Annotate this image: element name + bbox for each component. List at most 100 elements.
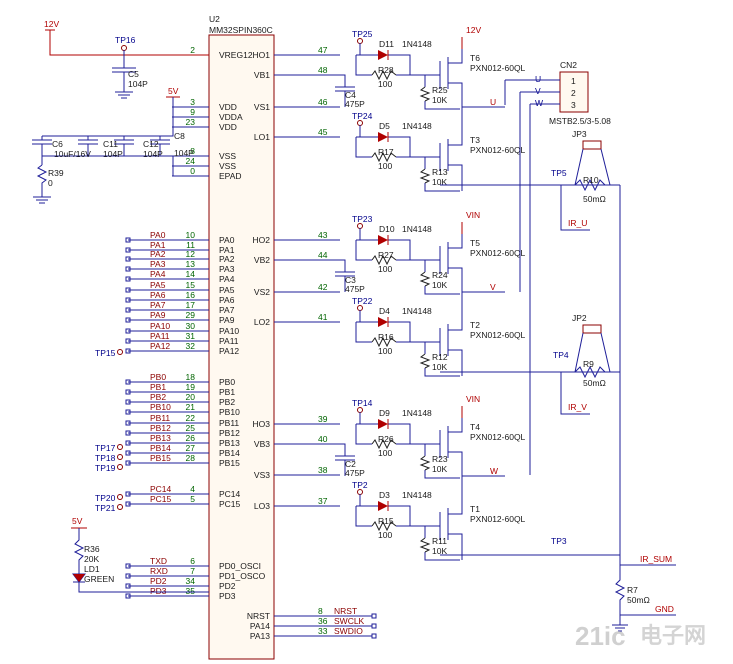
tp20-label: TP20 xyxy=(95,493,116,503)
net-label: PB10 xyxy=(150,402,171,412)
net-label: PB0 xyxy=(150,372,166,382)
gate-resistor-icon xyxy=(371,520,397,532)
diode-part: 1N4148 xyxy=(402,408,432,418)
tp4-label: TP4 xyxy=(553,350,569,360)
diode-icon xyxy=(378,419,388,429)
mcu-chip: U2 MM32SPIN360C xyxy=(208,14,275,660)
bootstrap-cap-value: 475P xyxy=(345,284,365,294)
tp15-marker xyxy=(117,349,123,355)
net-port-icon xyxy=(125,379,131,385)
net-label: PA0 xyxy=(150,230,166,240)
pulldown-value: 10K xyxy=(432,177,447,187)
mcu-pin-number: 15 xyxy=(186,280,196,290)
mcu-pin-number: 21 xyxy=(186,402,196,412)
mcu-pin-number: 42 xyxy=(318,282,328,292)
pulldown-resistor-icon xyxy=(419,455,431,471)
gate-resistor-ref: R16 xyxy=(378,332,394,342)
cn2-body xyxy=(559,71,589,113)
mcu-pin-number: 7 xyxy=(190,566,195,576)
tp5-label: TP5 xyxy=(551,168,567,178)
shunt-sum-wiring xyxy=(440,554,676,632)
mcu-pin-number: 46 xyxy=(318,97,328,107)
tp15-label: TP15 xyxy=(95,348,116,358)
gate-resistor-icon xyxy=(371,69,397,81)
mcu-pin-name: PA2 xyxy=(219,254,235,264)
mcu-pin-number: 6 xyxy=(190,556,195,566)
mcu-pin-number: 23 xyxy=(186,117,196,127)
diode-icon xyxy=(378,501,388,511)
mcu-pin-name: HO1 xyxy=(253,50,271,60)
net-label: RXD xyxy=(150,566,168,576)
net-port-icon xyxy=(125,297,131,303)
mosfet-ref: T3 xyxy=(470,135,480,145)
testpoint-marker xyxy=(357,38,363,44)
mcu-pin-number: 24 xyxy=(186,156,196,166)
mcu-pin-name: PB15 xyxy=(219,458,240,468)
net-port-icon xyxy=(125,247,131,253)
tp18-marker xyxy=(117,454,123,460)
mcu-pin-name: PA4 xyxy=(219,274,235,284)
mcu-pin-number: 33 xyxy=(318,626,328,636)
mcu-pin-number: 13 xyxy=(186,259,196,269)
bootstrap-cap-value: 475P xyxy=(345,468,365,478)
rail-5v-label: 5V xyxy=(168,86,179,96)
mcu-pin-number: 3 xyxy=(190,97,195,107)
mcu-pin-name: PB14 xyxy=(219,448,240,458)
net-label: PA5 xyxy=(150,280,166,290)
mcu-pin-name: VS1 xyxy=(254,102,270,112)
net-port-icon xyxy=(125,409,131,415)
mcu-pin-name: PA7 xyxy=(219,305,235,315)
net-port-icon xyxy=(125,348,131,354)
mcu-pin-name: PB10 xyxy=(219,407,240,417)
net-label: PB15 xyxy=(150,453,171,463)
mcu-pin-name: VB2 xyxy=(254,255,270,265)
mcu-pin-name: LO3 xyxy=(254,501,270,511)
net-label: PA6 xyxy=(150,290,166,300)
mcu-pin-number: 5 xyxy=(190,494,195,504)
mosfet-part: PXN012-60QL xyxy=(470,330,526,340)
net-port-icon xyxy=(371,613,377,619)
c12-value: 104P xyxy=(143,149,163,159)
mcu-pin-name: PD0_OSCI xyxy=(219,561,261,571)
mcu-body xyxy=(208,34,275,660)
diode-ref: D3 xyxy=(379,490,390,500)
cn2-net-v: V xyxy=(535,86,541,96)
stage-wiring xyxy=(355,412,463,479)
gate-resistor-icon xyxy=(371,438,397,450)
gate-resistor-value: 100 xyxy=(378,264,392,274)
mosfet-ref: T4 xyxy=(470,422,480,432)
mcu-pin-name: VDD xyxy=(219,102,237,112)
mcu-pin-number: 22 xyxy=(186,413,196,423)
r39-symbol xyxy=(33,164,51,204)
net-port-icon xyxy=(125,460,131,466)
mcu-pin-name: PB12 xyxy=(219,428,240,438)
net-port-icon xyxy=(125,583,131,589)
status-led-section: 5V R36 20K LD1 GREEN xyxy=(71,516,209,593)
mcu-pin-name: VDDA xyxy=(219,112,243,122)
mcu-pin-number: 29 xyxy=(186,310,196,320)
c5-ref: C5 xyxy=(128,69,139,79)
diode-part: 1N4148 xyxy=(402,306,432,316)
r9-ref: R9 xyxy=(583,359,594,369)
mcu-pin-name: PC14 xyxy=(219,489,241,499)
pulldown-value: 10K xyxy=(432,464,447,474)
stage-wiring xyxy=(355,310,463,377)
net-label: PB2 xyxy=(150,392,166,402)
mcu-pin-number: 12 xyxy=(186,249,196,259)
net-port-icon xyxy=(125,399,131,405)
tp16-label: TP16 xyxy=(115,35,136,45)
diode-ref: D11 xyxy=(379,39,394,49)
mcu-pin-name: PA1 xyxy=(219,245,235,255)
pulldown-ref: R23 xyxy=(432,454,448,464)
mcu-pin-name: VS2 xyxy=(254,287,270,297)
net-port-icon xyxy=(371,623,377,629)
net-label: PB12 xyxy=(150,423,171,433)
phase-net-label: W xyxy=(490,466,498,476)
tp21-label: TP21 xyxy=(95,503,116,513)
mcu-pin-name: PA14 xyxy=(250,621,270,631)
cn2-pin-2: 2 xyxy=(571,88,576,98)
c5-value: 104P xyxy=(128,79,148,89)
net-label: PB13 xyxy=(150,433,171,443)
